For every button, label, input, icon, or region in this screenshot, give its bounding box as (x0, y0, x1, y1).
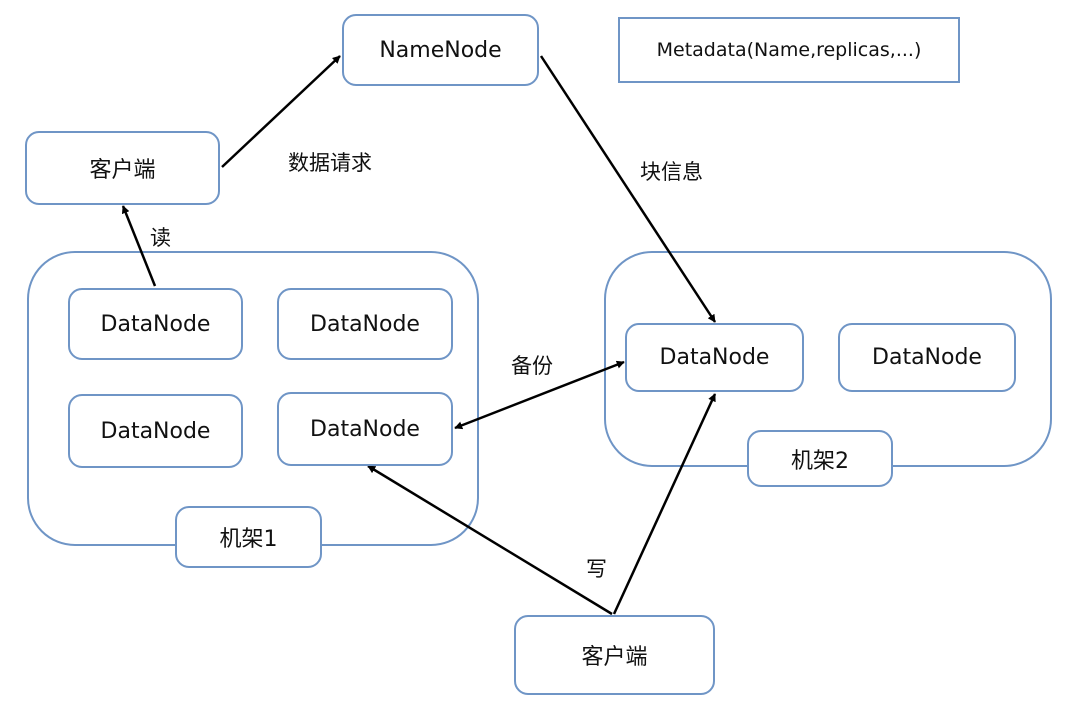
client-box-top: 客户端 (25, 131, 220, 205)
arrow-write-to-rack1 (367, 464, 613, 616)
edge-label-data-request: 数据请求 (288, 151, 372, 175)
rack1-datanode-1: DataNode (68, 288, 243, 360)
rack1-datanode-4: DataNode (277, 392, 453, 466)
arrow-write-to-rack2 (612, 393, 717, 615)
rack1-datanode-2: DataNode (277, 288, 453, 360)
namenode-box: NameNode (342, 14, 539, 86)
arrow-client-to-namenode (221, 55, 341, 168)
rack-1-label: 机架1 (175, 506, 322, 568)
edge-label-write: 写 (586, 557, 607, 581)
arrow-namenode-to-datanode (539, 55, 717, 323)
arrow-backup-bidirectional (454, 360, 625, 430)
metadata-box: Metadata(Name,replicas,...) (618, 17, 960, 83)
rack-2-label: 机架2 (747, 430, 893, 487)
rack1-datanode-3: DataNode (68, 394, 243, 468)
arrow-datanode-to-client-read (121, 205, 157, 287)
rack2-datanode-1: DataNode (625, 323, 804, 392)
edge-label-backup: 备份 (511, 354, 553, 378)
edge-label-read: 读 (150, 226, 171, 250)
rack2-datanode-2: DataNode (838, 323, 1016, 392)
edge-label-block-info: 块信息 (640, 160, 703, 184)
client-box-bottom: 客户端 (514, 615, 715, 695)
